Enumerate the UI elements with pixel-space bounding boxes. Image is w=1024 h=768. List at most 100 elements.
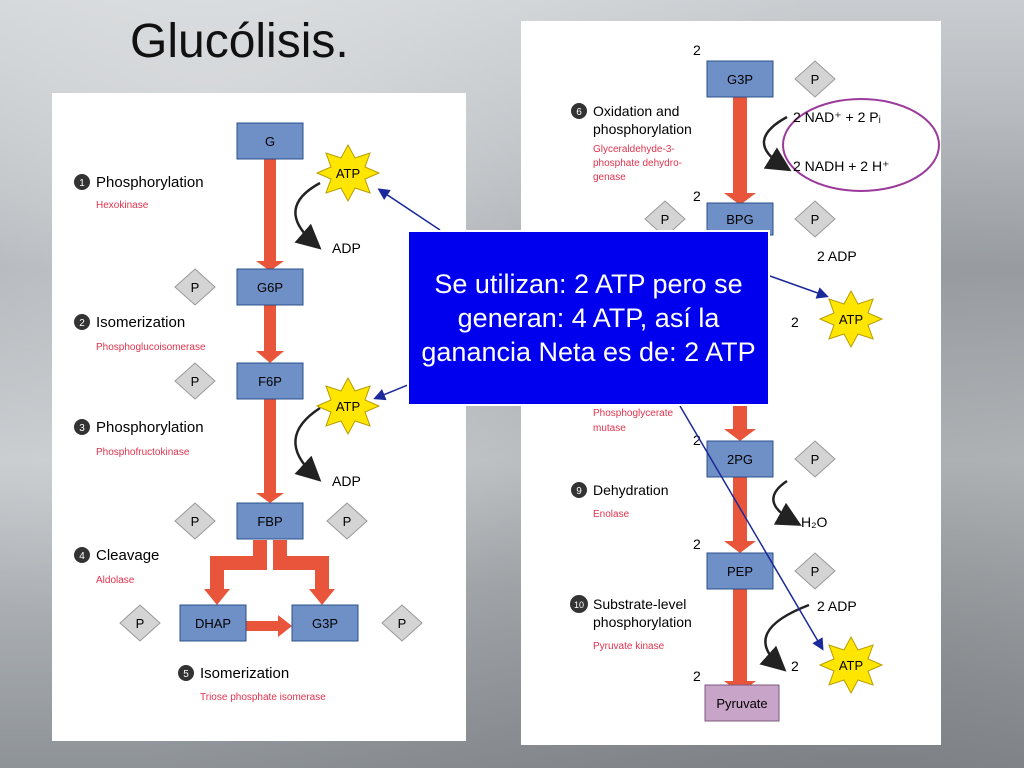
svg-text:Triose phosphate isomerase: Triose phosphate isomerase: [200, 692, 326, 703]
svg-text:G3P: G3P: [727, 72, 753, 87]
adp-label: ADP: [332, 240, 361, 256]
stoich-label: 2: [693, 536, 701, 552]
phosphate-icons: P P P P P P: [119, 268, 423, 642]
svg-text:PEP: PEP: [727, 564, 753, 579]
pathway-arrows: [204, 157, 335, 637]
svg-text:9: 9: [576, 486, 582, 497]
phosphate-icon: P: [794, 440, 836, 478]
dehydration-arrow: [772, 479, 802, 526]
step-3: 3 Phosphorylation Phosphofructokinase: [74, 419, 204, 458]
phosphate-icon: P: [794, 552, 836, 590]
stoich-label: 2: [693, 42, 701, 58]
molecule-f6p: F6P: [236, 362, 304, 400]
stoich-label: 2: [693, 188, 701, 204]
svg-text:10: 10: [574, 600, 584, 610]
atp-star-icon: ATP: [315, 376, 381, 436]
molecule-bpg: BPG: [706, 202, 774, 236]
phosphate-icon: P: [119, 604, 161, 642]
svg-text:2: 2: [79, 318, 85, 329]
svg-text:ATP: ATP: [839, 658, 863, 673]
svg-text:Pyruvate kinase: Pyruvate kinase: [593, 641, 665, 652]
svg-text:P: P: [343, 514, 352, 529]
stoich-label: 2: [693, 432, 701, 448]
svg-text:Cleavage: Cleavage: [96, 547, 159, 564]
svg-text:BPG: BPG: [726, 212, 753, 227]
molecule-fbp: FBP: [236, 502, 304, 540]
step-2: 2 Isomerization Phosphoglucoisomerase: [74, 314, 206, 353]
svg-text:Aldolase: Aldolase: [96, 575, 135, 586]
phosphate-icon: P: [794, 200, 836, 238]
molecule-pep: PEP: [706, 552, 774, 590]
svg-text:Phosphoglycerate: Phosphoglycerate: [593, 408, 673, 419]
molecule-g6p: G6P: [236, 268, 304, 306]
svg-text:ATP: ATP: [336, 399, 360, 414]
phosphate-icon: P: [174, 502, 216, 540]
svg-text:phosphorylation: phosphorylation: [593, 614, 692, 630]
phase1-diagram: G G6P F6P FBP DHAP G3P P P P P P: [74, 122, 423, 703]
svg-text:P: P: [661, 212, 670, 227]
svg-text:phosphate dehydro-: phosphate dehydro-: [593, 158, 682, 169]
svg-text:Enolase: Enolase: [593, 509, 630, 520]
adp-label: ADP: [332, 473, 361, 489]
svg-text:3: 3: [79, 423, 85, 434]
svg-text:Phosphofructokinase: Phosphofructokinase: [96, 447, 190, 458]
callout-text: Se utilizan: 2 ATP pero se generan: 4 AT…: [421, 269, 756, 367]
phosphate-icon: P: [381, 604, 423, 642]
svg-text:DHAP: DHAP: [195, 616, 231, 631]
svg-text:P: P: [811, 452, 820, 467]
step-1: 1 Phosphorylation Hexokinase: [74, 174, 204, 211]
nadh-output-label: 2 NADH + 2 H⁺: [793, 158, 889, 174]
molecule-g3p: G3P: [706, 60, 774, 98]
svg-text:Phosphoglucoisomerase: Phosphoglucoisomerase: [96, 342, 206, 353]
svg-text:Dehydration: Dehydration: [593, 482, 669, 498]
svg-text:ATP: ATP: [839, 312, 863, 327]
svg-text:Hexokinase: Hexokinase: [96, 200, 149, 211]
svg-text:4: 4: [79, 551, 85, 562]
svg-text:P: P: [811, 72, 820, 87]
svg-text:Substrate-level: Substrate-level: [593, 596, 686, 612]
stoich-label: 2: [791, 314, 799, 330]
svg-text:5: 5: [183, 669, 189, 680]
step-10: 10 Substrate-level phosphorylation Pyruv…: [570, 595, 692, 652]
adp-input-label: 2 ADP: [817, 248, 857, 264]
atp-yield-callout: Se utilizan: 2 ATP pero se generan: 4 AT…: [407, 230, 770, 406]
atp-star-icon: ATP: [818, 289, 884, 349]
svg-text:Phosphorylation: Phosphorylation: [96, 174, 204, 191]
highlight-ellipse: [782, 98, 940, 192]
water-label: H₂O: [801, 514, 828, 530]
molecule-pyruvate: Pyruvate: [704, 684, 780, 722]
step-6: 6 Oxidation and phosphorylation Glyceral…: [571, 103, 692, 183]
svg-text:P: P: [191, 374, 200, 389]
svg-text:Pyruvate: Pyruvate: [716, 696, 767, 711]
stoich-label: 2: [791, 658, 799, 674]
svg-text:Phosphorylation: Phosphorylation: [96, 419, 204, 436]
atp-production-arrow: [759, 603, 810, 672]
atp-star-icon: ATP: [315, 143, 381, 203]
phosphate-icon: P: [174, 268, 216, 306]
phosphate-icon: P: [794, 60, 836, 98]
adp-input-label: 2 ADP: [817, 598, 857, 614]
svg-text:FBP: FBP: [257, 514, 282, 529]
molecule-2pg: 2PG: [706, 440, 774, 478]
svg-text:P: P: [136, 616, 145, 631]
phosphate-icon: P: [174, 362, 216, 400]
svg-text:genase: genase: [593, 172, 626, 183]
svg-text:P: P: [191, 280, 200, 295]
svg-text:Glyceraldehyde-3-: Glyceraldehyde-3-: [593, 144, 675, 155]
step-5: 5 Isomerization Triose phosphate isomera…: [178, 665, 326, 703]
atp-consumption-arrows: [294, 181, 322, 482]
svg-text:G3P: G3P: [312, 616, 338, 631]
svg-text:mutase: mutase: [593, 423, 626, 434]
stoich-label: 2: [693, 668, 701, 684]
svg-text:P: P: [811, 212, 820, 227]
glycolysis-phase1-panel: G G6P F6P FBP DHAP G3P P P P P P: [52, 93, 466, 741]
svg-text:P: P: [191, 514, 200, 529]
atp-star-icon: ATP: [818, 635, 884, 695]
svg-text:F6P: F6P: [258, 374, 282, 389]
svg-text:G6P: G6P: [257, 280, 283, 295]
svg-text:6: 6: [576, 107, 582, 118]
molecule-g: G: [236, 122, 304, 160]
step-8: Phosphoglycerate mutase: [593, 408, 673, 434]
slide-title: Glucólisis.: [130, 15, 349, 68]
svg-text:Oxidation and: Oxidation and: [593, 103, 679, 119]
